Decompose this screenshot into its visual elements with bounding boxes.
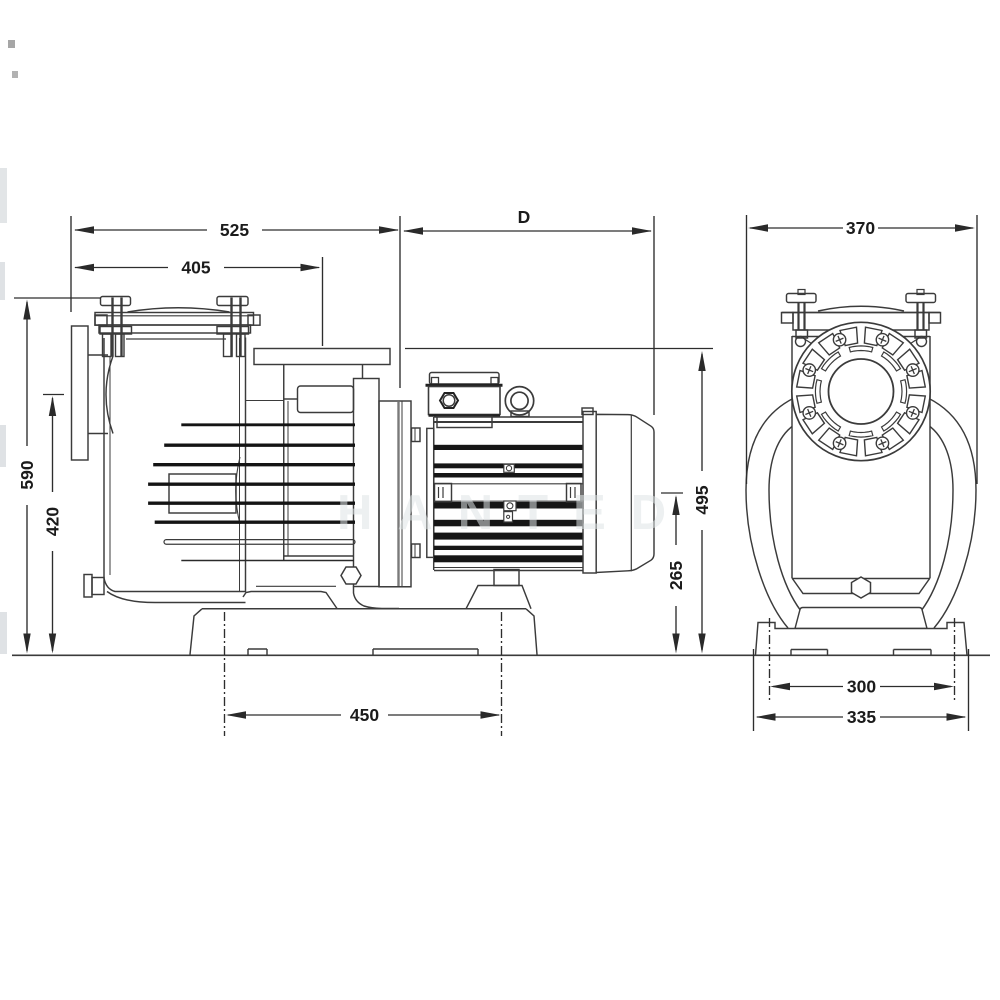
svg-text:300: 300 <box>847 677 876 697</box>
svg-text:450: 450 <box>350 705 379 725</box>
svg-text:590: 590 <box>17 460 37 489</box>
svg-text:495: 495 <box>692 485 712 514</box>
svg-text:HANTED: HANTED <box>337 486 691 540</box>
svg-text:335: 335 <box>847 707 876 727</box>
svg-text:370: 370 <box>846 218 875 238</box>
svg-text:525: 525 <box>220 220 249 240</box>
svg-text:420: 420 <box>43 507 63 536</box>
svg-text:D: D <box>518 207 531 227</box>
svg-text:265: 265 <box>666 561 686 590</box>
svg-text:405: 405 <box>181 258 210 278</box>
